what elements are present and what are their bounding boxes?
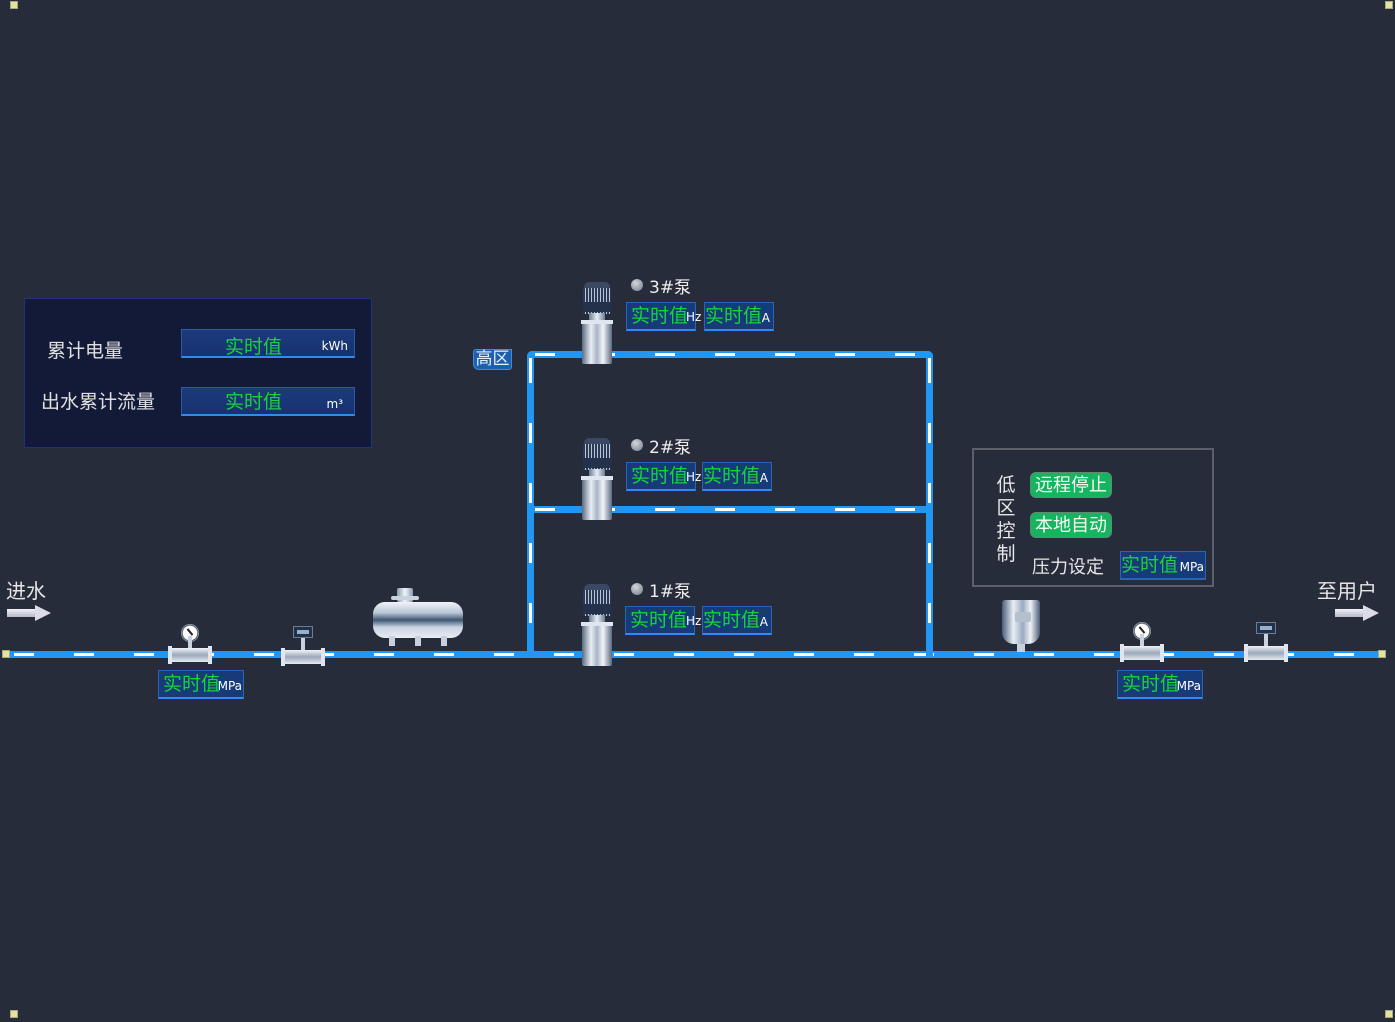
pump-2-status-indicator [631,439,643,451]
pump-1-current-field: 实时值 A [702,606,772,635]
pump-2-freq-field: 实时值 [626,462,696,491]
pump-2-icon[interactable] [581,438,613,520]
energy-total-label: 累计电量 [47,340,124,362]
main-pipe [6,651,1382,658]
resize-handle-top-right[interactable] [1385,1,1393,9]
energy-total-value: 实时值 [225,336,283,358]
pump-1-freq-value: 实时值 [630,609,688,631]
energy-total-field: 实时值 kWh [181,329,355,358]
outlet-tank-icon[interactable] [1002,600,1040,652]
pump-3-current-unit: A [761,311,770,325]
outlet-flowmeter-icon[interactable] [1244,622,1288,664]
pump-1-icon[interactable] [581,584,613,666]
pump3-pipe [527,351,933,358]
pressure-setting-unit: MPa [1179,560,1204,574]
resize-handle-top-left[interactable] [10,1,18,9]
pump-2-current-field: 实时值 A [702,462,772,491]
pump-2-current-value: 实时值 [703,465,761,487]
outflow-total-label: 出水累计流量 [41,391,156,413]
outlet-pressure-field: 实时值 MPa [1117,670,1203,699]
pipe-endpoint-right[interactable] [1378,650,1386,658]
inlet-label: 进水 [6,579,46,603]
inlet-pressure-unit: MPa [217,679,242,693]
pressure-setting-field[interactable]: 实时值 MPa [1120,551,1206,580]
pump-3-freq-unit: Hz [686,310,702,324]
summary-panel: 累计电量 实时值 kWh 出水累计流量 实时值 m³ [24,298,372,448]
low-zone-control-title: 低区控制 [996,474,1016,565]
outlet-pressure-value: 实时值 [1122,673,1180,695]
energy-total-unit: kWh [321,339,348,353]
pump-3-current-value: 实时值 [705,305,763,327]
local-auto-button[interactable]: 本地自动 [1030,512,1112,538]
outlet-arrow-icon [1335,605,1379,621]
pump-2-label: 2#泵 [649,438,692,458]
pump-2-current-unit: A [759,471,768,485]
pump-2-freq-unit: Hz [686,470,702,484]
pump-3-label: 3#泵 [649,278,692,298]
low-zone-control-panel: 低区控制 远程停止 本地自动 压力设定 实时值 MPa [972,448,1214,587]
outflow-total-value: 实时值 [225,391,283,413]
outlet-pressure-unit: MPa [1176,679,1201,693]
pump-3-icon[interactable] [581,282,613,364]
pump-3-status-indicator [631,279,643,291]
pump-1-freq-unit: Hz [686,614,702,628]
pump2-pipe [527,506,933,513]
pressure-setting-label: 压力设定 [1032,557,1104,578]
pump-1-label: 1#泵 [649,582,692,602]
pump-3-freq-value: 实时值 [631,305,689,327]
pump-1-current-unit: A [759,615,768,629]
pump-1-freq-field: 实时值 [625,606,695,635]
outlet-pressure-gauge-icon[interactable] [1120,622,1164,664]
riser-pipe-right [926,351,933,658]
pump-3-current-field: 实时值 A [704,302,774,331]
pressure-tank-icon[interactable] [373,588,463,646]
pipe-endpoint-left[interactable] [2,650,10,658]
high-zone-tag: 高区 [473,349,512,370]
resize-handle-bottom-right[interactable] [1385,1010,1393,1018]
riser-pipe-left [527,351,534,658]
outflow-total-field: 实时值 m³ [181,387,355,416]
inlet-arrow-icon [7,605,51,621]
outflow-total-unit: m³ [326,397,344,411]
inlet-pressure-gauge-icon[interactable] [168,624,212,666]
pump-2-freq-value: 实时值 [631,465,689,487]
remote-stop-button[interactable]: 远程停止 [1030,472,1112,498]
pressure-setting-value: 实时值 [1121,554,1179,576]
pump-3-freq-field: 实时值 [626,302,696,331]
inlet-pressure-field: 实时值 MPa [158,670,244,699]
outlet-label: 至用户 [1317,579,1377,603]
pump-1-current-value: 实时值 [703,609,761,631]
pump-1-status-indicator [631,583,643,595]
inlet-flowmeter-icon[interactable] [281,626,325,668]
inlet-pressure-value: 实时值 [163,673,221,695]
resize-handle-bottom-left[interactable] [10,1010,18,1018]
